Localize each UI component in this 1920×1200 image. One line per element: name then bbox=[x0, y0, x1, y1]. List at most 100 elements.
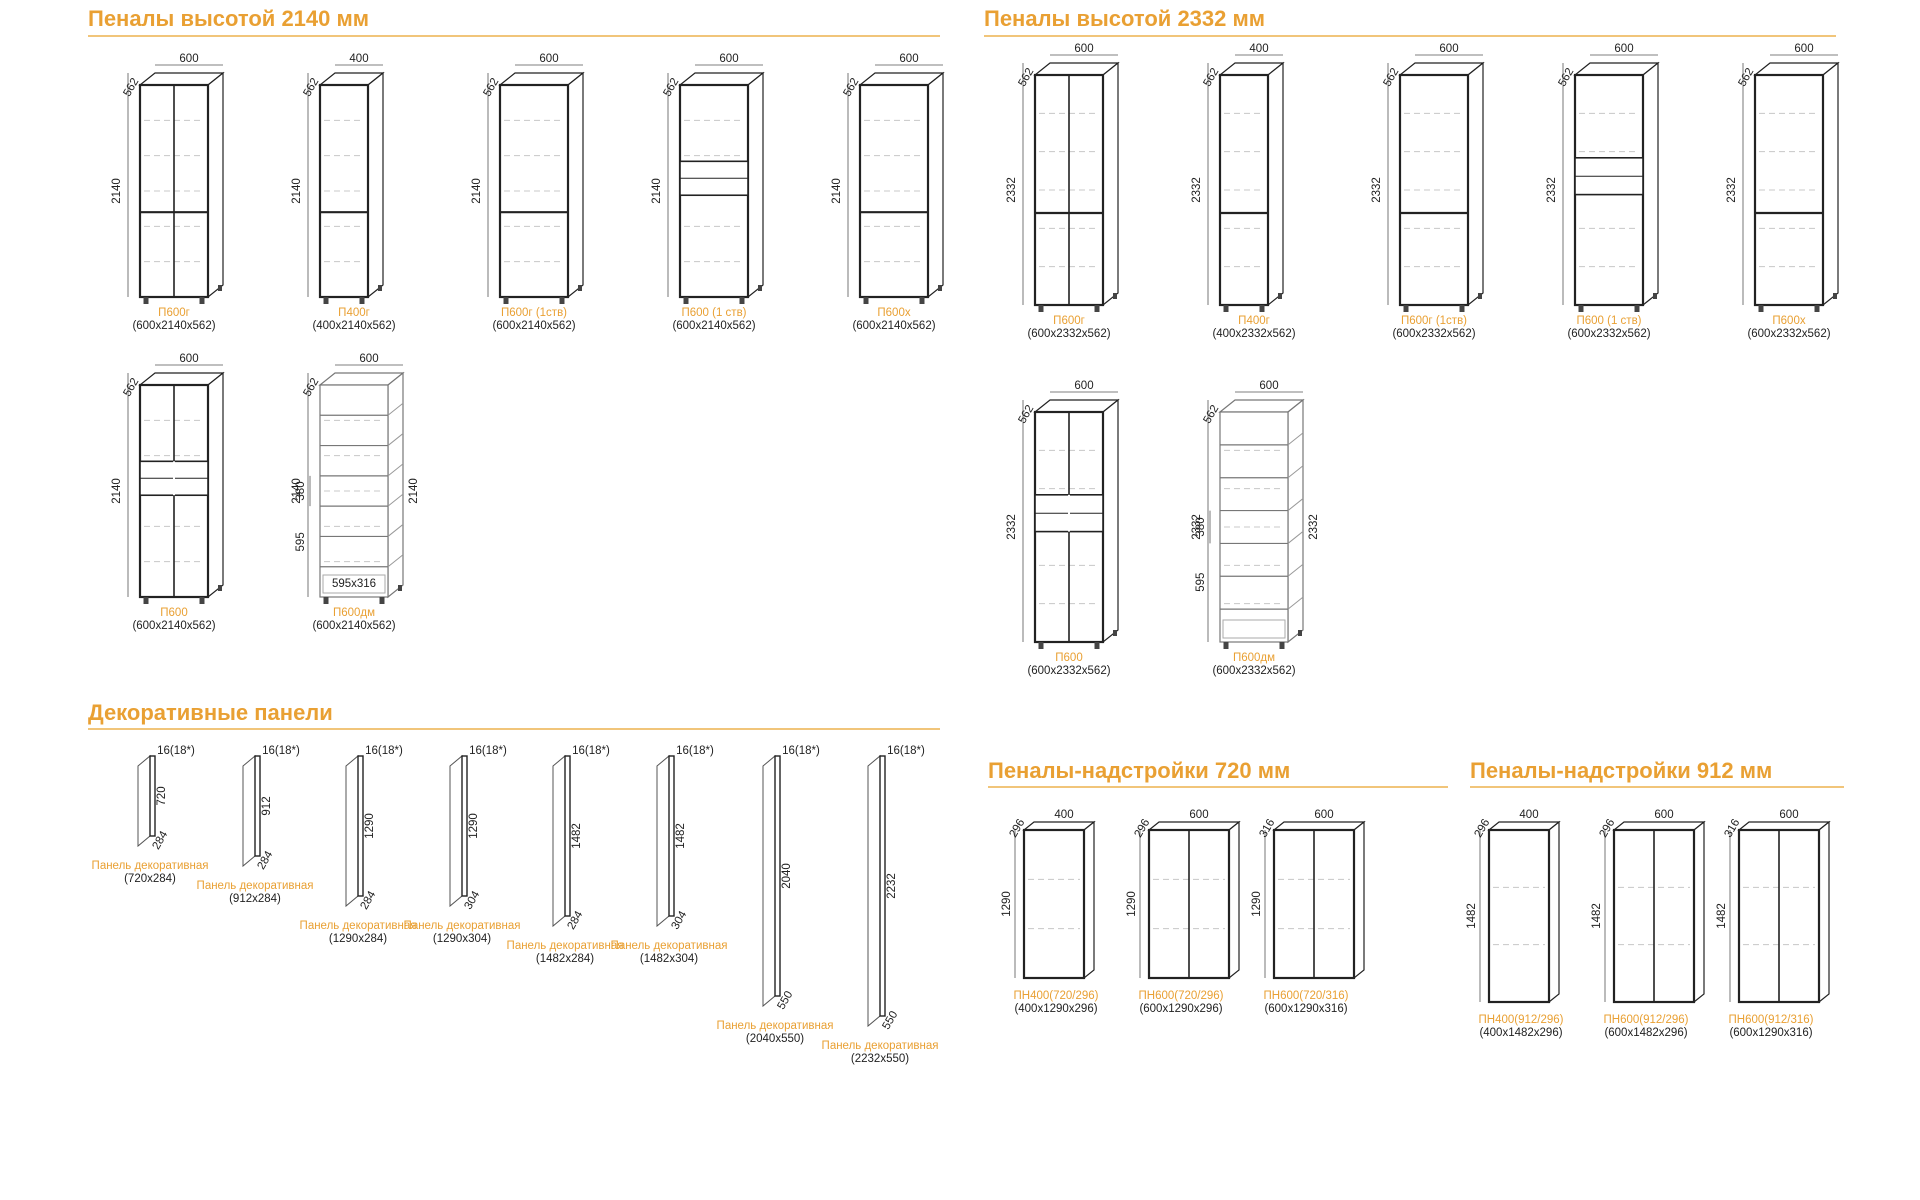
item-size: (600х1290х316) bbox=[1264, 1003, 1348, 1015]
panel-edge bbox=[461, 755, 468, 897]
height-label: 1482 bbox=[1591, 903, 1603, 929]
cabinet-side-face bbox=[1822, 61, 1839, 307]
cabinet-leg bbox=[1038, 642, 1044, 649]
topper-top-face bbox=[1022, 821, 1096, 831]
item-size: (600х2332х562) bbox=[1212, 665, 1296, 677]
width-label: 600 bbox=[359, 353, 378, 365]
item-size: (600х2332х562) bbox=[1747, 328, 1831, 340]
item-name: П600дм bbox=[332, 607, 376, 619]
panel-edge bbox=[564, 755, 571, 917]
item-caption: ПН600(912/316)(600х1290х316) bbox=[1711, 1014, 1831, 1040]
cabinet-leg bbox=[1278, 293, 1282, 299]
item-name: П600г (1ств) bbox=[500, 307, 568, 319]
height-label: 2140 bbox=[291, 178, 303, 204]
item-caption: Панель декоративная(720х284) bbox=[90, 860, 210, 886]
cabinet-leg bbox=[1094, 642, 1100, 649]
topper-top-face bbox=[1612, 821, 1706, 831]
item-size: (912х284) bbox=[229, 893, 281, 905]
panel-edge bbox=[668, 755, 675, 917]
depth-label: 562 bbox=[1381, 66, 1401, 89]
height-label: 2140 bbox=[471, 178, 483, 204]
item-caption: Панель декоративная(1482х304) bbox=[609, 940, 729, 966]
cabinet-leg bbox=[559, 297, 565, 304]
topper-top-face bbox=[1487, 821, 1561, 831]
cabinet-side-face bbox=[1102, 398, 1119, 644]
item-size: (600х2140х562) bbox=[852, 320, 936, 332]
item-caption: П600г(600х2332х562) bbox=[1009, 315, 1129, 341]
item-caption: ПН400(912/296)(400х1482х296) bbox=[1461, 1014, 1581, 1040]
frame-shelf-depth bbox=[1287, 498, 1304, 511]
height-label: 2332 bbox=[1308, 514, 1320, 540]
cabinet-leg bbox=[378, 285, 382, 291]
item-size: (600х2140х562) bbox=[132, 620, 216, 632]
item-caption: П600х(600х2140х562) bbox=[834, 307, 954, 333]
width-label: 600 bbox=[1074, 43, 1093, 55]
item-size: (600х2140х562) bbox=[312, 620, 396, 632]
niche-height-label: 380 bbox=[1195, 517, 1207, 536]
cabinet-leg bbox=[359, 297, 365, 304]
cabinet-leg bbox=[503, 297, 509, 304]
cabinet-leg bbox=[218, 285, 222, 291]
cabinet-leg bbox=[919, 297, 925, 304]
cabinet-side-face bbox=[1467, 61, 1484, 307]
cabinet-leg bbox=[1259, 305, 1265, 312]
depth-label: 562 bbox=[1201, 403, 1221, 426]
width-label: 600 bbox=[179, 53, 198, 65]
depth-label: 562 bbox=[301, 376, 321, 399]
width-label: 600 bbox=[539, 53, 558, 65]
panel-height-label: 2040 bbox=[781, 863, 793, 889]
height-label: 1290 bbox=[1126, 891, 1138, 917]
frame-shelf-depth bbox=[1287, 563, 1304, 577]
width-label: 600 bbox=[1314, 809, 1333, 821]
cabinet-leg bbox=[1113, 630, 1117, 636]
cabinet-leg bbox=[199, 297, 205, 304]
cabinet-side-face bbox=[207, 371, 224, 599]
drawer-outline bbox=[1222, 619, 1286, 639]
depth-label: 562 bbox=[1016, 403, 1036, 426]
cabinet-leg bbox=[398, 585, 402, 591]
drawer-outline bbox=[322, 574, 386, 594]
width-label: 600 bbox=[1614, 43, 1633, 55]
item-size: (1482х284) bbox=[535, 953, 595, 965]
height-label: 2332 bbox=[1191, 177, 1203, 203]
cabinet-leg bbox=[1038, 305, 1044, 312]
item-size: (2232х550) bbox=[850, 1053, 910, 1065]
frame-shelf-depth bbox=[387, 554, 404, 568]
width-label: 600 bbox=[1439, 43, 1458, 55]
item-caption: Панель декоративная(912х284) bbox=[195, 880, 315, 906]
panel-face bbox=[137, 754, 151, 848]
topper-side-face bbox=[1693, 820, 1705, 1004]
item-caption: П600(600х2140х562) bbox=[114, 607, 234, 633]
item-name: Панель декоративная bbox=[610, 940, 728, 952]
panel-edge bbox=[774, 755, 781, 997]
height-label: 2140 bbox=[651, 178, 663, 204]
niche-height-label: 595 bbox=[1195, 573, 1207, 592]
item-name: П600г bbox=[158, 307, 190, 319]
item-name: ПН400(912/296) bbox=[1478, 1014, 1564, 1026]
section-title-toppers-912: Пеналы-надстройки 912 мм bbox=[1470, 758, 1773, 783]
item-size: (720х284) bbox=[124, 873, 176, 885]
item-size: (600х1482х296) bbox=[1604, 1027, 1688, 1039]
cabinet-side-face bbox=[927, 71, 944, 299]
panel-height-label: 1482 bbox=[675, 823, 687, 849]
panel-height-label: 1290 bbox=[468, 813, 480, 839]
item-caption: П400г(400х2140х562) bbox=[294, 307, 414, 333]
frame-shelf-depth bbox=[1287, 531, 1304, 544]
depth-label: 562 bbox=[1201, 66, 1221, 89]
